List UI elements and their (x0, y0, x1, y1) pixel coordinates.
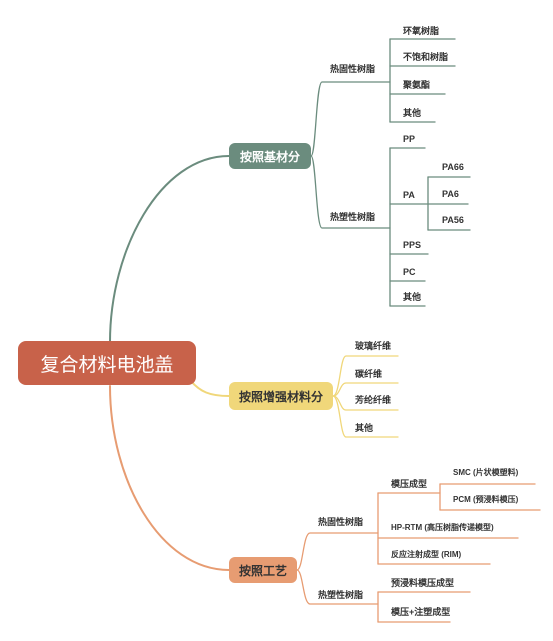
matrix-thermoplastic-item: PA (403, 190, 415, 200)
reinforcement-item: 其他 (355, 423, 374, 433)
pa-sub-item: PA66 (442, 162, 464, 172)
matrix-thermoplastic-item: PC (403, 267, 416, 277)
matrix-thermoplastic-item: 其他 (403, 292, 422, 302)
process-thermoset-item: HP-RTM (高压树脂传递模型) (391, 523, 494, 532)
matrix-thermoset-label: 热固性树脂 (330, 64, 376, 74)
matrix-thermoplastic-label: 热塑性树脂 (330, 212, 376, 222)
pa-sub-item: PA6 (442, 189, 459, 199)
process-thermoplastic-item: 预浸料模压成型 (391, 578, 455, 588)
pa-sub-item: PA56 (442, 215, 464, 225)
matrix-thermoplastic-item: PPS (403, 240, 422, 250)
branch-by-process: 按照工艺 (229, 557, 297, 583)
mold-sub-item: SMC (片状模塑料) (453, 468, 519, 477)
reinforcement-item: 碳纤维 (355, 369, 383, 379)
matrix-thermoplastic-item: PP (403, 134, 416, 144)
process-thermoset-item: 反应注射成型 (RIM) (391, 550, 462, 559)
process-thermoplastic-item: 模压+注塑成型 (391, 607, 451, 617)
matrix-thermoset-item: 不饱和树脂 (403, 52, 449, 62)
matrix-thermoset-item: 聚氨酯 (403, 80, 431, 90)
process-thermoset-item: 模压成型 (391, 479, 428, 489)
process-thermoplastic-label: 热塑性树脂 (318, 590, 364, 600)
matrix-thermoset-item: 环氧树脂 (403, 26, 440, 36)
branch-by-reinforcement: 按照增强材料分 (229, 382, 333, 410)
reinforcement-item: 玻璃纤维 (355, 341, 392, 351)
matrix-thermoset-item: 其他 (403, 108, 422, 118)
root-node: 复合材料电池盖 (18, 341, 196, 385)
branch-by-matrix: 按照基材分 (229, 143, 311, 169)
process-thermoset-label: 热固性树脂 (318, 517, 364, 527)
reinforcement-item: 芳纶纤维 (355, 395, 392, 405)
mold-sub-item: PCM (预浸料模压) (453, 495, 519, 504)
